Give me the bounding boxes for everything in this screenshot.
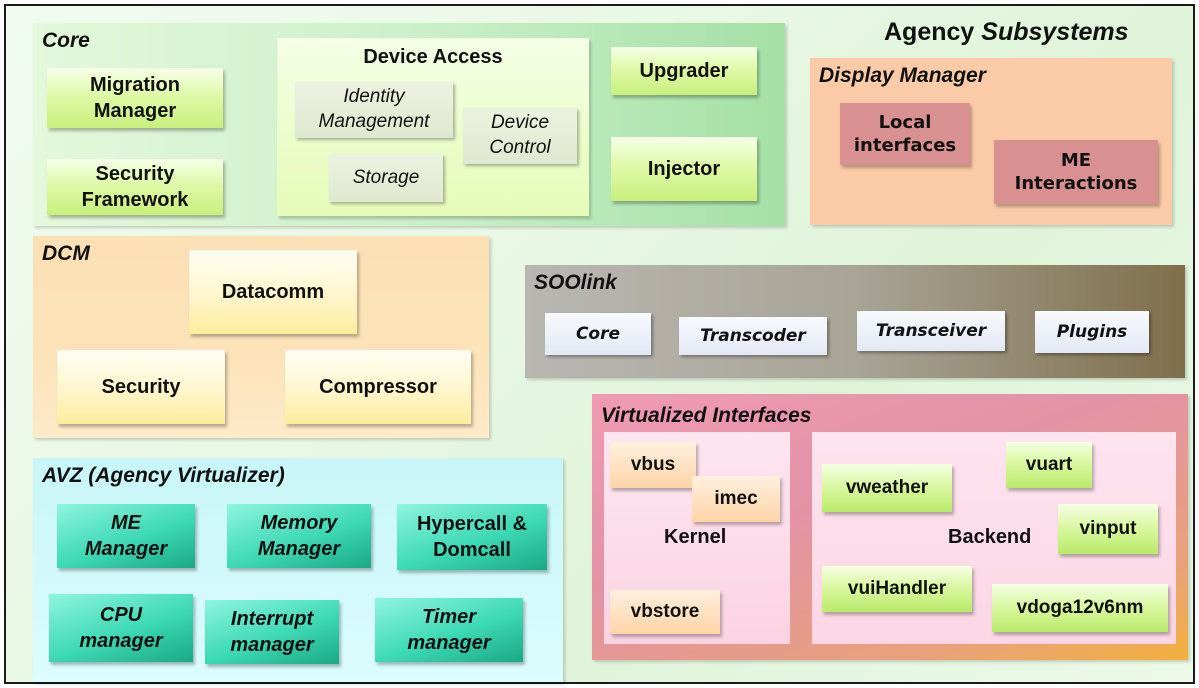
imec-box: imec — [692, 476, 780, 522]
timer-manager-box: Timer manager — [375, 598, 523, 662]
kernel-label: Kernel — [664, 526, 727, 548]
transcoder-box: Transcoder — [679, 317, 827, 355]
display-manager-title: Display Manager — [819, 64, 986, 87]
vweather-label: vweather — [845, 476, 929, 498]
vbus-box: vbus — [610, 442, 696, 488]
timer-line1: Timer — [421, 606, 477, 628]
device-control-line1: Device — [490, 112, 550, 134]
core-group: Core Migration Manager Security Framewor… — [33, 23, 785, 226]
diagram-canvas: Agency Subsystems Core Migration Manager… — [4, 4, 1195, 684]
me-int-line1: ME — [1060, 149, 1092, 171]
device-control-box: Device Control — [463, 108, 577, 164]
me-int-line2: Interactions — [1014, 173, 1138, 194]
avz-title: AVZ (Agency Virtualizer) — [42, 464, 285, 487]
security-framework-box: Security Framework — [47, 159, 223, 215]
hypercall-box: Hypercall & Domcall — [397, 504, 547, 570]
display-manager-group: Display Manager Local interfaces ME Inte… — [810, 58, 1172, 225]
vbus-label: vbus — [630, 453, 676, 475]
dcm-security-box: Security — [57, 350, 225, 424]
cpu-manager-box: CPU manager — [49, 594, 193, 662]
transcoder-label: Transcoder — [700, 325, 806, 346]
vdoga-label: vdoga12v6nm — [1016, 596, 1144, 618]
vinput-label: vinput — [1079, 517, 1137, 539]
diagram-title: Agency Subsystems — [884, 18, 1129, 47]
migration-line2: Manager — [93, 100, 177, 122]
hypercall-line1: Hypercall & — [416, 513, 528, 535]
dcm-group: DCM Datacomm Security Compressor — [33, 236, 489, 438]
transceiver-label: Transceiver — [875, 320, 987, 341]
datacomm-label: Datacomm — [221, 281, 325, 303]
identity-line1: Identity — [343, 86, 405, 108]
me-mgr-line1: ME — [111, 512, 141, 534]
title-suffix: Subsystems — [981, 18, 1129, 46]
me-mgr-line2: Manager — [84, 538, 168, 560]
vinput-box: vinput — [1058, 504, 1158, 554]
avz-group: AVZ (Agency Virtualizer) ME Manager Memo… — [33, 458, 563, 682]
migration-manager-box: Migration Manager — [47, 68, 223, 128]
hypercall-line2: Domcall — [433, 539, 511, 561]
me-manager-box: ME Manager — [57, 504, 195, 568]
interrupt-line2: manager — [230, 634, 314, 656]
device-control-line2: Control — [489, 137, 551, 158]
vweather-box: vweather — [822, 464, 952, 512]
dcm-security-label: Security — [101, 376, 181, 398]
core-title: Core — [42, 29, 90, 52]
datacomm-box: Datacomm — [189, 250, 357, 334]
dcm-title: DCM — [42, 242, 90, 265]
security-fw-line1: Security — [95, 163, 175, 185]
vuihandler-label: vuiHandler — [847, 577, 947, 599]
compressor-box: Compressor — [285, 350, 471, 424]
virtualized-title: Virtualized Interfaces — [601, 404, 812, 427]
plugins-label: Plugins — [1056, 321, 1128, 342]
mem-mgr-line2: Manager — [257, 538, 341, 560]
interrupt-manager-box: Interrupt manager — [205, 600, 339, 664]
storage-box: Storage — [329, 154, 443, 202]
soolink-group: SOOlink Core Transcoder Transceiver Plug… — [525, 265, 1185, 378]
vbstore-label: vbstore — [630, 600, 700, 622]
migration-line1: Migration — [90, 74, 180, 96]
identity-management-box: Identity Management — [295, 82, 453, 138]
backend-label: Backend — [948, 526, 1032, 548]
compressor-label: Compressor — [319, 376, 437, 398]
transceiver-box: Transceiver — [857, 311, 1005, 351]
backend-panel: vweather vuart Backend vinput vuiHandler… — [812, 432, 1176, 644]
vuihandler-box: vuiHandler — [822, 566, 972, 612]
vbstore-box: vbstore — [610, 590, 720, 634]
device-access-group: Device Access Identity Management Device… — [277, 38, 589, 216]
injector-label: Injector — [647, 158, 721, 180]
upgrader-box: Upgrader — [611, 47, 757, 95]
memory-manager-box: Memory Manager — [227, 504, 371, 568]
me-interactions-box: ME Interactions — [994, 140, 1158, 204]
storage-label: Storage — [352, 166, 420, 188]
cpu-line1: CPU — [99, 604, 143, 626]
local-interfaces-box: Local interfaces — [840, 103, 970, 165]
plugins-box: Plugins — [1035, 311, 1149, 353]
upgrader-label: Upgrader — [639, 60, 729, 82]
timer-line2: manager — [407, 632, 491, 654]
cpu-line2: manager — [79, 630, 163, 652]
vuart-label: vuart — [1025, 453, 1073, 475]
imec-label: imec — [714, 487, 758, 509]
injector-box: Injector — [611, 137, 757, 201]
local-line1: Local — [878, 111, 932, 133]
device-access-title: Device Access — [363, 46, 503, 68]
title-prefix: Agency — [884, 18, 975, 46]
mem-mgr-line1: Memory — [260, 512, 338, 534]
vuart-box: vuart — [1006, 442, 1092, 488]
soolink-title: SOOlink — [534, 271, 617, 294]
security-fw-line2: Framework — [81, 189, 189, 211]
interrupt-line1: Interrupt — [230, 608, 314, 630]
vdoga-box: vdoga12v6nm — [992, 584, 1168, 632]
local-line2: interfaces — [853, 135, 957, 156]
identity-line2: Management — [318, 111, 430, 132]
kernel-panel: vbus imec Kernel vbstore — [604, 432, 790, 644]
virtualized-group: Virtualized Interfaces vbus imec Kernel … — [592, 394, 1188, 660]
soolink-core-box: Core — [545, 313, 651, 355]
soolink-core-label: Core — [575, 323, 621, 344]
